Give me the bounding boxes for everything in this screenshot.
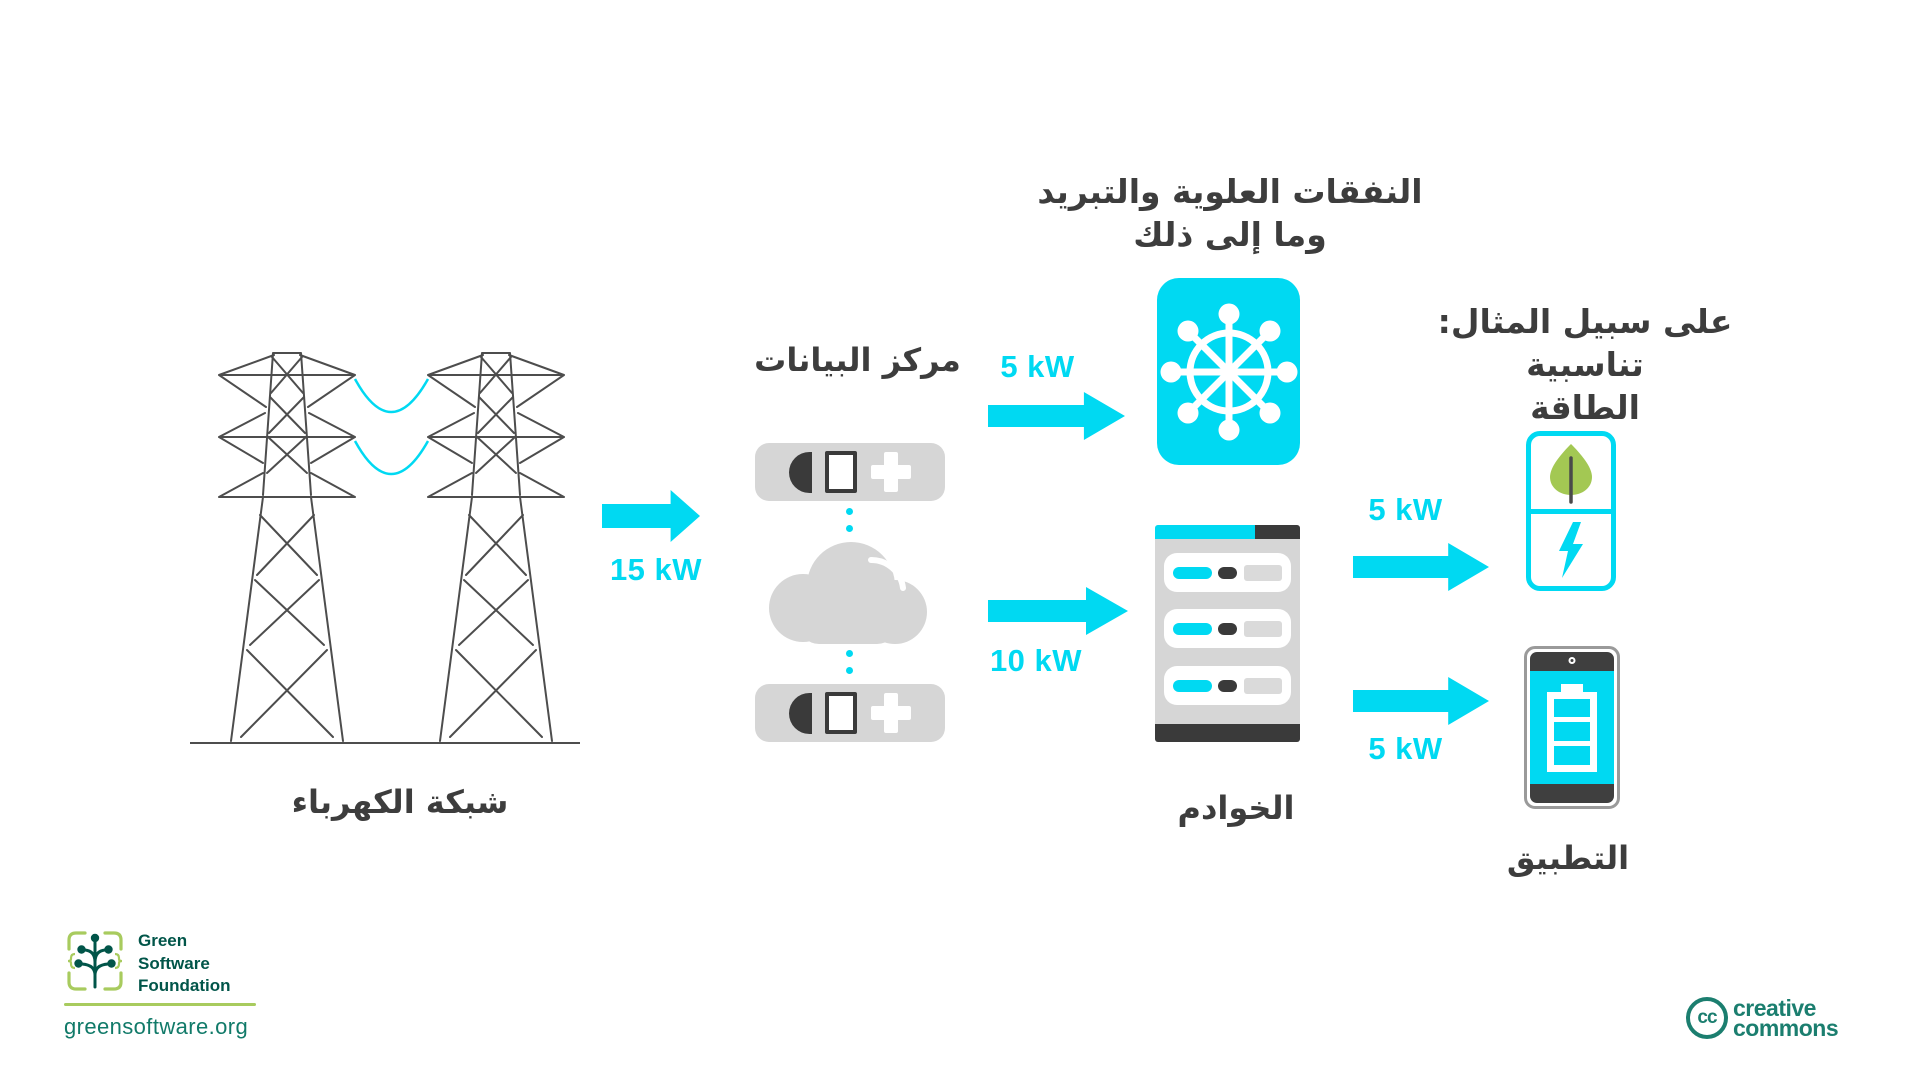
rack-top-dark xyxy=(1255,525,1300,539)
phone-top-bar xyxy=(1530,652,1614,671)
pylon-left xyxy=(218,352,356,742)
rack-base xyxy=(1155,724,1300,742)
arrow-datacenter-to-servers xyxy=(988,587,1128,635)
lightning-icon xyxy=(1559,522,1583,578)
servers-label: الخوادم xyxy=(1177,789,1295,827)
arrow-servers-to-app xyxy=(1353,677,1489,725)
energy-prop-line2: الطاقة xyxy=(1530,388,1640,427)
cloud-icon xyxy=(769,542,927,644)
phone-bottom-bar xyxy=(1530,784,1614,803)
vent xyxy=(1244,564,1282,581)
phone-screen xyxy=(1530,671,1614,784)
server-blade xyxy=(1164,609,1291,648)
dotted-link xyxy=(846,525,853,532)
vent xyxy=(1244,620,1282,637)
cc-line1: creative xyxy=(1733,995,1816,1021)
rack-unit-icon xyxy=(755,684,945,742)
cc-logo: cc creative commons xyxy=(1686,995,1839,1041)
brace-glyphs xyxy=(67,952,123,970)
rack-top-cyan xyxy=(1155,525,1255,539)
cc-abbr: cc xyxy=(1697,1007,1717,1028)
energy-proportionality-card xyxy=(1526,431,1616,591)
half-disc-glyph xyxy=(788,451,812,493)
cc-wordmark: creative commons xyxy=(1733,995,1839,1041)
gsf-name-line2: Software xyxy=(138,953,210,973)
grid-label: شبكة الكهرباء xyxy=(291,783,509,821)
battery-cell xyxy=(1554,722,1590,741)
overhead-cooling-heading: النفقات العلوية والتبريد وما إلى ذلك xyxy=(1020,170,1440,256)
transmission-towers-icon xyxy=(190,352,580,744)
application-label: التطبيق xyxy=(1506,839,1630,877)
arrow-datacenter-to-cooling xyxy=(988,392,1125,440)
battery-cell xyxy=(1554,698,1590,718)
dotted-link xyxy=(846,667,853,674)
gsf-url: greensoftware.org xyxy=(64,1014,249,1039)
server-blade xyxy=(1164,666,1291,705)
overhead-cooling-line2: وما إلى ذلك xyxy=(1133,215,1327,254)
overhead-cooling-line1: النفقات العلوية والتبريد xyxy=(1037,172,1423,211)
pylon-right xyxy=(427,352,565,742)
flow-label-15kw: 15 kW xyxy=(609,552,703,587)
vent xyxy=(1244,677,1282,694)
cloud-highlight xyxy=(868,556,906,591)
rack-unit-icon xyxy=(755,443,945,501)
dotted-link xyxy=(846,650,853,657)
fan-wheel-icon xyxy=(1160,303,1297,440)
phone-body xyxy=(1530,652,1614,803)
led-cyan xyxy=(1173,566,1212,579)
phone-battery-icon xyxy=(1524,646,1620,809)
camera-icon xyxy=(1568,657,1576,664)
half-disc-glyph xyxy=(788,692,812,734)
cc-line2: commons xyxy=(1733,1015,1839,1041)
battery-icon xyxy=(1547,691,1597,772)
datacenter-label: مركز البيانات xyxy=(754,341,961,379)
battery-cell xyxy=(1554,745,1590,765)
led-dark xyxy=(1218,566,1237,579)
server-rack-icon xyxy=(1155,525,1300,742)
plus-glyph xyxy=(870,451,912,493)
arrow-servers-to-energy xyxy=(1353,543,1489,591)
flow-label-5kw-cooling: 5 kW xyxy=(1000,349,1075,384)
led-cyan xyxy=(1173,622,1212,635)
flow-label-5kw-energy: 5 kW xyxy=(1368,492,1443,527)
cc-circle-icon: cc xyxy=(1686,997,1728,1039)
gsf-name-line3: Foundation xyxy=(138,976,231,995)
arrow-grid-to-datacenter xyxy=(602,490,700,542)
led-dark xyxy=(1218,679,1237,692)
leaf-icon xyxy=(1550,443,1592,504)
lightning-cell xyxy=(1531,514,1611,586)
gsf-divider xyxy=(64,1003,256,1006)
rect-glyph xyxy=(824,451,857,493)
dotted-link xyxy=(846,508,853,515)
power-wires xyxy=(353,378,430,476)
server-blade xyxy=(1164,553,1291,592)
gsf-tree-icon xyxy=(67,931,123,991)
cooling-unit xyxy=(1157,278,1300,465)
gsf-name: Green Software Foundation xyxy=(138,930,268,998)
energy-prop-line1: على سبيل المثال: تناسبية xyxy=(1437,302,1733,384)
rect-glyph xyxy=(824,692,857,734)
flow-label-5kw-app: 5 kW xyxy=(1368,731,1443,766)
battery-nub xyxy=(1561,683,1583,692)
led-dark xyxy=(1218,622,1237,635)
leaf-cell xyxy=(1531,436,1611,514)
flow-label-10kw: 10 kW xyxy=(989,643,1083,678)
gsf-name-line1: Green xyxy=(138,931,188,950)
plus-glyph xyxy=(870,692,912,734)
led-cyan xyxy=(1173,679,1212,692)
energy-proportionality-heading: على سبيل المثال: تناسبية الطاقة xyxy=(1390,300,1780,429)
